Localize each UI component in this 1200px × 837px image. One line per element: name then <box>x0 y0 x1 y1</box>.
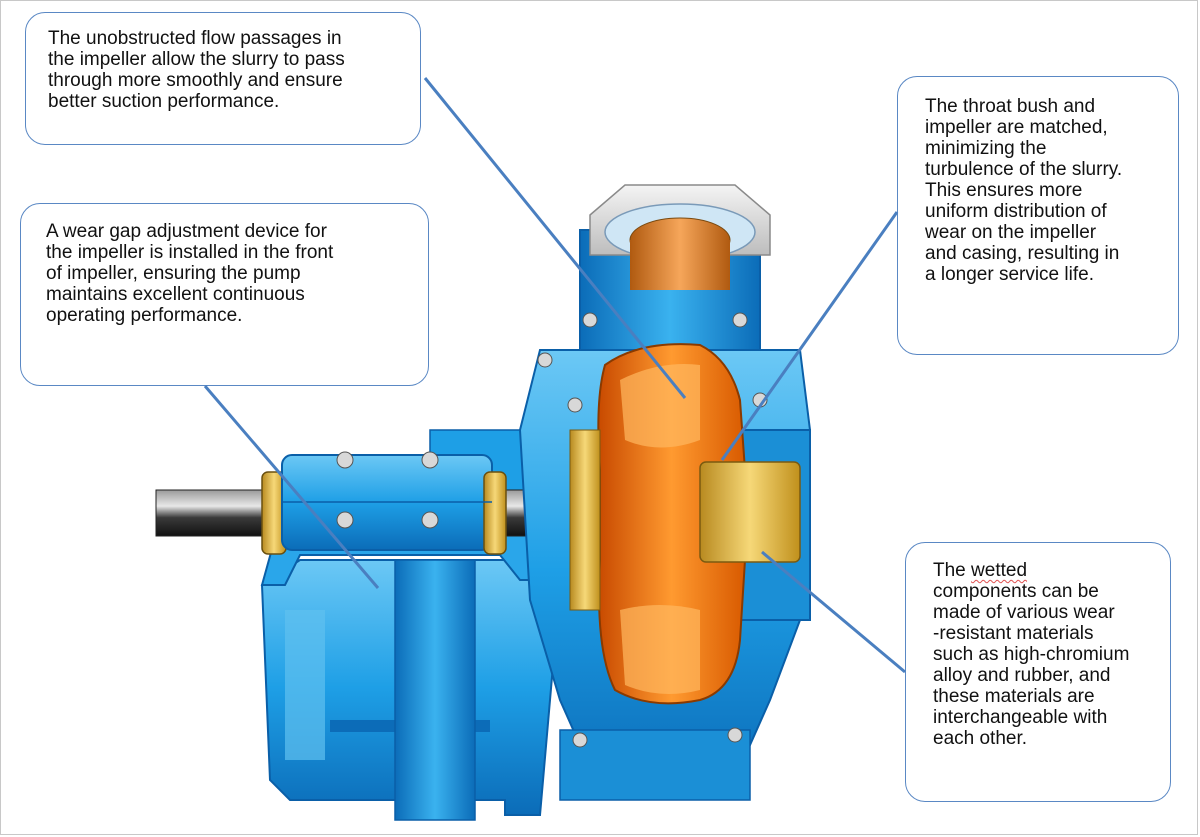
callout-flow-passages: The unobstructed flow passages in the im… <box>25 12 421 145</box>
callout-wetted-components: The wetted components can be made of var… <box>905 542 1171 802</box>
spellcheck-underlined-word: wetted <box>971 560 1028 581</box>
callout-wetted-components-text: The wetted components can be made of var… <box>933 560 1158 749</box>
callout-throat-bush: The throat bush and impeller are matched… <box>897 76 1179 355</box>
callout-wetted-prefix: The <box>933 560 972 581</box>
callout-wear-gap: A wear gap adjustment device for the imp… <box>20 203 429 386</box>
pump-base <box>260 559 562 821</box>
callout-flow-passages-text: The unobstructed flow passages in the im… <box>48 28 345 112</box>
impeller-assembly <box>569 343 801 705</box>
bearing-housing <box>261 451 507 555</box>
callout-wear-gap-text: A wear gap adjustment device for the imp… <box>46 221 334 326</box>
callout-wetted-suffix: components can be made of various wear -… <box>933 581 1130 749</box>
callout-throat-bush-text: The throat bush and impeller are matched… <box>925 96 1123 285</box>
